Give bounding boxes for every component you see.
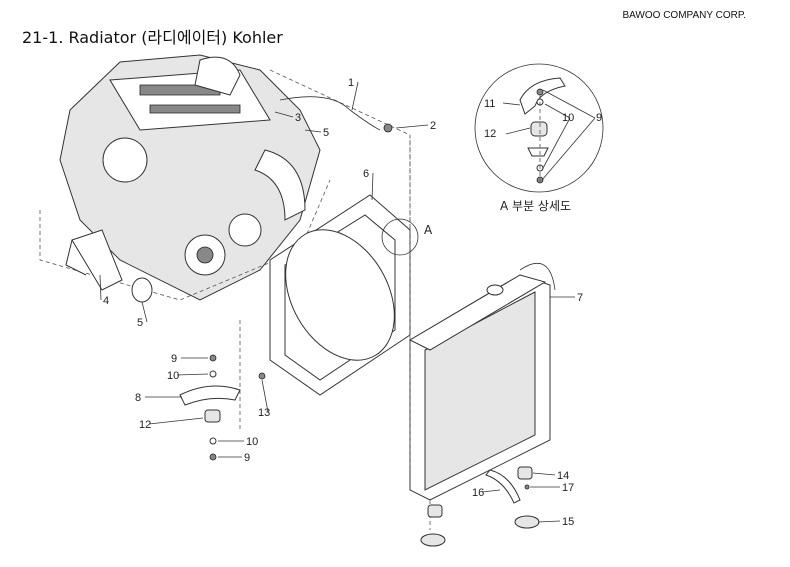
leader-line [176, 373, 209, 376]
detail-callout-label: 9 [596, 112, 602, 124]
callout-label: 3 [295, 112, 301, 124]
callout-label: 1 [348, 77, 354, 89]
hose [279, 96, 381, 131]
engine-assembly [59, 54, 321, 301]
callout-label: 7 [577, 292, 583, 304]
callout-label: 17 [562, 482, 574, 494]
callout-label: 12 [139, 419, 151, 431]
callout-label: 4 [103, 295, 109, 307]
callout-label: 8 [135, 392, 141, 404]
fan-shroud [269, 194, 411, 396]
radiator [408, 262, 556, 501]
leader-line [261, 379, 269, 413]
callout-label: 6 [363, 168, 369, 180]
callout-label: 15 [562, 516, 574, 528]
detail-inset: A 부분 상세도 [474, 63, 604, 213]
callout-label: 9 [244, 452, 250, 464]
radiator-cap [486, 284, 504, 296]
hose-clamp [131, 277, 153, 303]
leader-line [371, 172, 374, 201]
company-name: BAWOO COMPANY CORP. [622, 10, 746, 21]
detail-callout-label: 11 [484, 98, 495, 110]
page-title: 21-1. Radiator (라디에이터) Kohler [22, 28, 283, 47]
detail-callout-label: 10 [562, 112, 574, 124]
lower-radiator-parts [420, 466, 540, 547]
left-mount-parts [179, 354, 266, 461]
leader-line [532, 472, 556, 476]
callout-label: 10 [167, 370, 179, 382]
callout-label: 9 [171, 353, 177, 365]
detail-callout-label: 12 [484, 128, 496, 140]
callout-label: 13 [258, 407, 270, 419]
callout-label: 5 [137, 317, 143, 329]
callout-label: 10 [246, 436, 258, 448]
callout-label: 5 [323, 127, 329, 139]
leader-line [304, 129, 322, 133]
callout-label: 14 [557, 470, 569, 482]
callout-label: 2 [430, 120, 436, 132]
detail-callout-labels: 11 10 9 12 [484, 98, 602, 140]
detail-marker-circle [381, 218, 419, 256]
leader-line [148, 417, 204, 425]
clamp [383, 123, 393, 133]
leader-line [141, 301, 148, 323]
detail-marker-label: A [424, 223, 433, 237]
leader-line [537, 520, 561, 523]
leader-line [99, 274, 102, 301]
lower-hose [65, 229, 123, 291]
leader-line [481, 489, 501, 493]
leader-line [274, 111, 294, 118]
callout-label: 16 [472, 487, 484, 499]
leader-line [395, 124, 429, 129]
leader-line [351, 81, 359, 111]
detail-caption: A 부분 상세도 [500, 199, 571, 213]
